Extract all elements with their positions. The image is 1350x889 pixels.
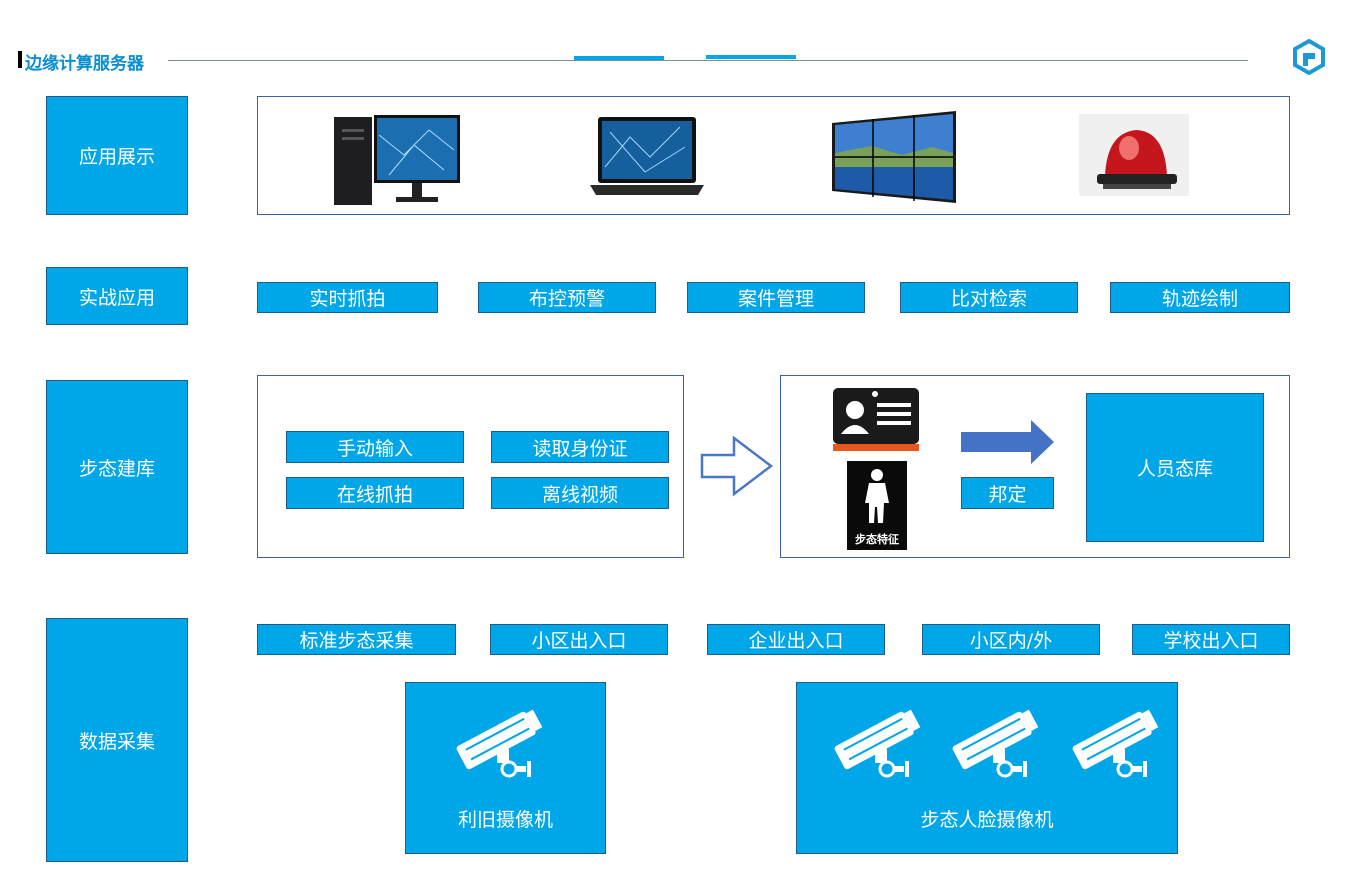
- gait-feature-card: 步态特征: [847, 461, 907, 550]
- camera-icon: [947, 699, 1047, 779]
- input-offline-video: 离线视频: [491, 477, 669, 509]
- walking-person-icon: [847, 461, 907, 529]
- camera-icon: [1067, 699, 1167, 779]
- legacy-camera-label: 利旧摄像机: [457, 808, 553, 831]
- layer-application: 实战应用: [46, 267, 188, 325]
- flow-arrow-outline: [700, 435, 774, 497]
- video-wall-icon: [832, 111, 956, 203]
- input-online-capture: 在线抓拍: [286, 477, 464, 509]
- camera-icon: [829, 699, 929, 779]
- header-accent-2: [706, 55, 796, 59]
- layer-collection: 数据采集: [46, 618, 188, 862]
- source-community-gate: 小区出入口: [490, 624, 668, 655]
- title-marker: [18, 51, 22, 68]
- app-compare-search: 比对检索: [900, 282, 1078, 313]
- camera-icon: [451, 699, 551, 779]
- source-community-inout: 小区内/外: [922, 624, 1100, 655]
- input-panel: 手动输入 读取身份证 在线抓拍 离线视频: [257, 375, 684, 558]
- bind-label: 邦定: [961, 477, 1054, 509]
- gait-feature-label: 步态特征: [855, 533, 899, 546]
- brand-logo-icon: [1290, 38, 1328, 76]
- source-enterprise-gate: 企业出入口: [707, 624, 885, 655]
- source-school-gate: 学校出入口: [1132, 624, 1290, 655]
- app-realtime-capture: 实时抓拍: [257, 282, 438, 313]
- app-surveillance-alert: 布控预警: [478, 282, 656, 313]
- person-library: 人员态库: [1086, 393, 1264, 542]
- laptop-icon: [590, 117, 704, 199]
- gait-face-camera-label: 步态人脸摄像机: [920, 808, 1054, 831]
- layer-modeling: 步态建库: [46, 380, 188, 554]
- bind-arrow: [961, 420, 1055, 464]
- app-track-drawing: 轨迹绘制: [1110, 282, 1290, 313]
- header-divider: [168, 60, 1248, 61]
- page-title: 边缘计算服务器: [25, 54, 144, 74]
- app-case-management: 案件管理: [687, 282, 865, 313]
- source-standard-gait: 标准步态采集: [257, 624, 456, 655]
- display-panel: [257, 96, 1290, 215]
- alarm-light-icon: [1079, 114, 1189, 196]
- header-bar: 边缘计算服务器: [18, 48, 1278, 74]
- gait-face-camera-box: 步态人脸摄像机: [796, 682, 1178, 854]
- input-manual: 手动输入: [286, 431, 464, 463]
- legacy-camera-box: 利旧摄像机: [405, 682, 606, 854]
- id-card-icon: [833, 388, 919, 452]
- binding-panel: 步态特征 邦定 人员态库: [780, 375, 1290, 558]
- header-accent-1: [574, 56, 664, 60]
- desktop-computer-icon: [334, 115, 462, 207]
- layer-display: 应用展示: [46, 96, 188, 215]
- input-id-card: 读取身份证: [491, 431, 669, 463]
